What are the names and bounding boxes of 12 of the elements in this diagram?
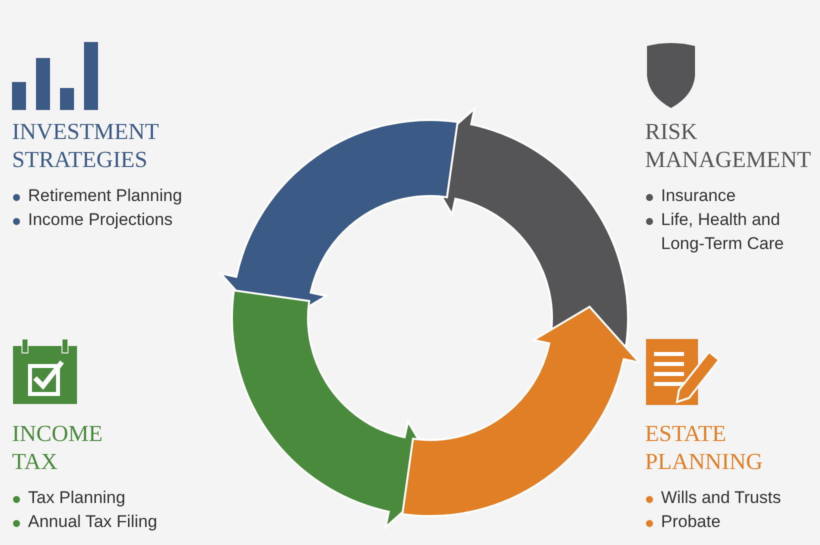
bullet-text: Insurance: [661, 186, 736, 205]
bullet-text: Wills and Trusts: [661, 488, 781, 507]
section-heading: RISK MANAGEMENT: [645, 118, 812, 174]
bullet-text: Probate: [661, 512, 721, 531]
bullet-text: Income Projections: [28, 210, 173, 229]
section-heading: ESTATE PLANNING: [645, 420, 764, 476]
section-heading: INCOME TAX: [12, 420, 104, 476]
bullet-text: Tax Planning: [28, 488, 126, 507]
section-heading: INVESTMENT STRATEGIES: [12, 118, 160, 174]
bullet-text: Life, Health and Long-Term Care: [661, 210, 784, 253]
bullet-text: Retirement Planning: [28, 186, 182, 205]
bullet-text: Annual Tax Filing: [28, 512, 158, 531]
